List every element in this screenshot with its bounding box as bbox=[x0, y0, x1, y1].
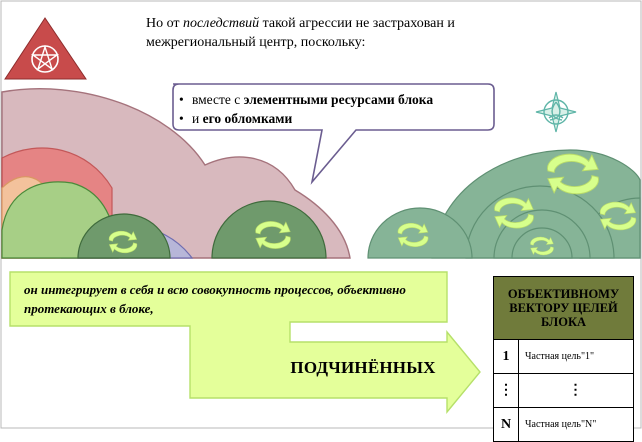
compass-star-icon bbox=[535, 91, 577, 133]
callout-item: вместе с элементными ресурсами блока bbox=[178, 90, 490, 109]
small-dark-dome bbox=[77, 213, 171, 259]
intro-part1: Но от bbox=[146, 16, 184, 31]
left-block bbox=[1, 88, 351, 259]
goal-label: Частная цель"N" bbox=[518, 407, 634, 442]
intro-text: Но от последствий такой агрессии не заст… bbox=[146, 14, 526, 52]
callout-item-bold: элементными ресурсами блока bbox=[243, 92, 434, 107]
intro-part3: такой агрессии не застрахован и межрегио… bbox=[146, 16, 455, 50]
triquetra-compass-icon bbox=[548, 101, 564, 121]
table-row: ⋮ ⋮ bbox=[493, 373, 634, 408]
goal-label: ⋮ bbox=[518, 373, 634, 408]
callout-item-prefix: и bbox=[192, 111, 203, 126]
teal-core-dome bbox=[511, 227, 573, 259]
right-emblem bbox=[535, 91, 577, 133]
intro-emphasis: последствий bbox=[183, 16, 260, 31]
green-arrow bbox=[9, 271, 481, 414]
callout-item-bold: его обломками bbox=[202, 111, 293, 126]
callout-item: и его обломками bbox=[178, 109, 490, 128]
callout-list: вместе с элементными ресурсами блока и е… bbox=[178, 90, 490, 128]
emblem-circle bbox=[543, 99, 569, 125]
callout-item-prefix: вместе с bbox=[192, 92, 244, 107]
goal-table: ОБЪЕКТИВНОМУ ВЕКТОРУ ЦЕЛЕЙ БЛОКА 1 Частн… bbox=[493, 276, 634, 442]
goal-number: ⋮ bbox=[493, 373, 519, 408]
pentagram-icon bbox=[30, 44, 60, 71]
goal-number: 1 bbox=[493, 339, 519, 374]
table-row: N Частная цель"N" bbox=[493, 407, 634, 442]
large-dark-dome bbox=[211, 200, 327, 259]
goal-label: Частная цель"1" bbox=[518, 339, 634, 374]
subordinate-label: ПОДЧИНЁННЫХ bbox=[290, 358, 436, 377]
right-block bbox=[367, 149, 641, 259]
arrow-text: он интегрирует в себя и всю совокупность… bbox=[24, 282, 406, 316]
table-row: 1 Частная цель"1" bbox=[493, 339, 634, 374]
diagram-frame bbox=[0, 0, 642, 429]
goal-table-header: ОБЪЕКТИВНОМУ ВЕКТОРУ ЦЕЛЕЙ БЛОКА bbox=[493, 276, 634, 340]
left-emblem bbox=[4, 17, 87, 80]
goal-number: N bbox=[493, 407, 519, 442]
